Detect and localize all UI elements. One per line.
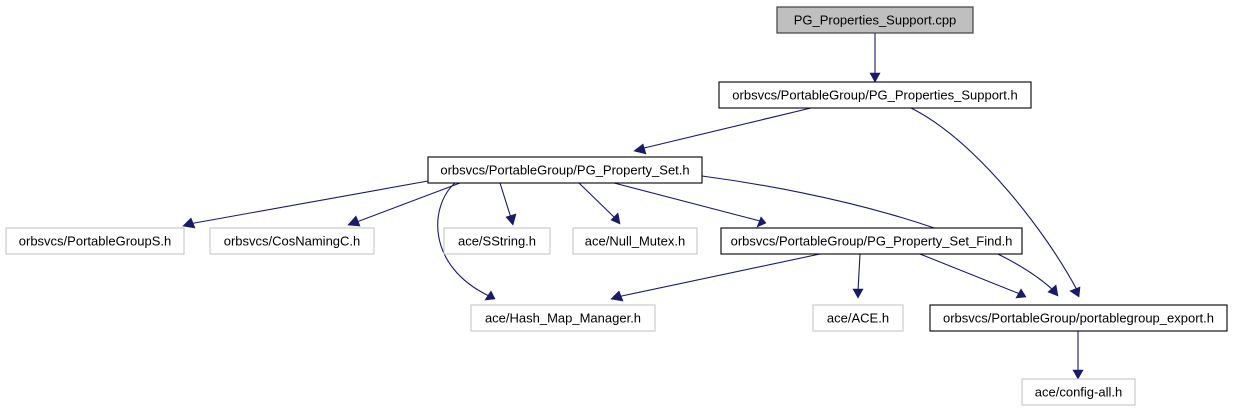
- edge-property_set_h-to-cosnamingc_h: [347, 182, 461, 227]
- edges-layer: [182, 33, 1084, 380]
- edge-property_set_h-to-hash_map_manager_h: [437, 182, 496, 301]
- edge-line: [857, 253, 861, 292]
- graph-node-null_mutex_h[interactable]: ace/Null_Mutex.h: [572, 227, 698, 255]
- edge-line: [188, 180, 429, 225]
- node-label: ace/Hash_Map_Manager.h: [485, 310, 641, 325]
- node-box[interactable]: [720, 227, 1023, 255]
- edge-property_set_h-to-portablegroup_export_h: [701, 175, 1059, 297]
- arrowhead-icon: [347, 215, 361, 227]
- node-label: ace/ACE.h: [827, 310, 889, 325]
- edge-line: [701, 175, 1054, 291]
- edge-property_set_find_h-to-hash_map_manager_h: [610, 253, 821, 302]
- node-box[interactable]: [812, 304, 904, 332]
- edge-line: [437, 182, 490, 297]
- edge-line: [353, 182, 461, 224]
- node-label: orbsvcs/CosNamingC.h: [224, 233, 361, 248]
- edge-props_support_h-to-portablegroup_export_h: [910, 107, 1081, 298]
- graph-node-ace_h[interactable]: ace/ACE.h: [812, 304, 904, 332]
- node-label: orbsvcs/PortableGroupS.h: [19, 233, 171, 248]
- graph-node-config_all_h[interactable]: ace/config-all.h: [1021, 378, 1136, 406]
- node-box[interactable]: [5, 227, 185, 255]
- graph-node-portablegroup_export_h[interactable]: orbsvcs/PortableGroup/portablegroup_expo…: [929, 304, 1228, 332]
- node-label: orbsvcs/PortableGroup/portablegroup_expo…: [943, 310, 1214, 325]
- arrowhead-icon: [756, 216, 767, 228]
- edge-line: [910, 107, 1078, 291]
- edge-property_set_find_h-to-ace_h: [852, 253, 864, 299]
- nodes-layer: PG_Properties_Support.cpp orbsvcs/Portabl…: [5, 6, 1228, 406]
- edge-line: [919, 253, 1021, 295]
- arrowhead-icon: [484, 290, 496, 301]
- node-box[interactable]: [776, 6, 974, 34]
- arrowhead-icon: [1015, 288, 1027, 299]
- node-label: orbsvcs/PortableGroup/PG_Property_Set.h: [440, 162, 689, 177]
- arrowhead-icon: [1047, 284, 1059, 297]
- arrowhead-icon: [505, 213, 517, 226]
- graph-node-root[interactable]: PG_Properties_Support.cpp: [776, 6, 974, 34]
- arrowhead-icon: [869, 72, 881, 83]
- node-box[interactable]: [572, 227, 698, 255]
- graph-node-property_set_h[interactable]: orbsvcs/PortableGroup/PG_Property_Set.h: [427, 156, 703, 184]
- arrowhead-icon: [610, 212, 621, 225]
- graph-node-portablegroups_h[interactable]: orbsvcs/PortableGroupS.h: [5, 227, 185, 255]
- node-box[interactable]: [443, 227, 551, 255]
- edge-property_set_h-to-portablegroups_h: [182, 180, 429, 229]
- node-label: ace/Null_Mutex.h: [585, 233, 685, 248]
- edge-line: [499, 182, 512, 219]
- arrowhead-icon: [1072, 369, 1084, 380]
- node-label: orbsvcs/PortableGroup/PG_Property_Set_Fi…: [731, 233, 1013, 248]
- edge-props_support_h-to-property_set_h: [633, 107, 812, 155]
- arrowhead-icon: [633, 143, 647, 155]
- arrowhead-icon: [610, 290, 624, 302]
- edge-line: [578, 182, 616, 219]
- arrowhead-icon: [1069, 286, 1081, 298]
- node-label: PG_Properties_Support.cpp: [794, 12, 957, 27]
- edge-line: [639, 107, 812, 150]
- edge-property_set_find_h-to-portablegroup_export_h: [919, 253, 1027, 299]
- graph-node-property_set_find_h[interactable]: orbsvcs/PortableGroup/PG_Property_Set_Fi…: [720, 227, 1023, 255]
- arrowhead-icon: [852, 288, 864, 299]
- node-label: ace/config-all.h: [1035, 384, 1122, 399]
- edge-line: [613, 182, 761, 222]
- node-label: ace/SString.h: [458, 233, 536, 248]
- arrowhead-icon: [182, 217, 196, 229]
- node-box[interactable]: [427, 156, 703, 184]
- edge-property_set_h-to-sstring_h: [499, 182, 517, 226]
- node-box[interactable]: [209, 227, 375, 255]
- node-box[interactable]: [1021, 378, 1136, 406]
- edge-property_set_h-to-null_mutex_h: [578, 182, 621, 225]
- node-box[interactable]: [718, 81, 1032, 109]
- edge-property_set_h-to-property_set_find_h: [613, 182, 767, 228]
- graph-node-cosnamingc_h[interactable]: orbsvcs/CosNamingC.h: [209, 227, 375, 255]
- graph-node-hash_map_manager_h[interactable]: ace/Hash_Map_Manager.h: [470, 304, 656, 332]
- edge-root-to-props_support_h: [869, 33, 881, 83]
- node-box[interactable]: [470, 304, 656, 332]
- graph-node-props_support_h[interactable]: orbsvcs/PortableGroup/PG_Properties_Supp…: [718, 81, 1032, 109]
- node-label: orbsvcs/PortableGroup/PG_Properties_Supp…: [732, 87, 1017, 102]
- edge-line: [616, 253, 821, 298]
- edge-portablegroup_export_h-to-config_all_h: [1072, 331, 1084, 380]
- node-box[interactable]: [929, 304, 1228, 332]
- graph-node-sstring_h[interactable]: ace/SString.h: [443, 227, 551, 255]
